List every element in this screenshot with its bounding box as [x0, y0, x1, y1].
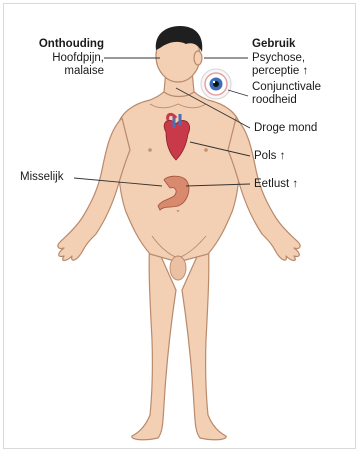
label-hoofdpijn: Hoofdpijn,	[10, 52, 104, 65]
label-eetlust: Eetlust ↑	[254, 178, 298, 191]
label-perceptie: perceptie ↑	[252, 65, 308, 78]
label-psychose: Psychose,	[252, 52, 305, 65]
right-leg	[182, 232, 226, 440]
eye-inset	[201, 69, 231, 99]
left-leg	[132, 232, 176, 440]
ear	[194, 51, 202, 65]
right-nipple	[204, 148, 208, 152]
label-misselijk: Misselijk	[20, 171, 63, 184]
use-heading: Gebruik	[252, 38, 295, 51]
label-roodheid: roodheid	[252, 94, 297, 107]
torso	[117, 82, 240, 262]
left-arm	[58, 118, 130, 261]
withdrawal-heading: Onthouding	[10, 38, 104, 51]
label-droge-mond: Droge mond	[254, 122, 317, 135]
label-conjunctivale: Conjunctivale	[252, 81, 321, 94]
label-malaise: malaise	[10, 65, 104, 78]
groin	[170, 256, 186, 280]
leader-conjunctivale	[228, 90, 248, 96]
label-pols: Pols ↑	[254, 150, 285, 163]
left-nipple	[148, 148, 152, 152]
